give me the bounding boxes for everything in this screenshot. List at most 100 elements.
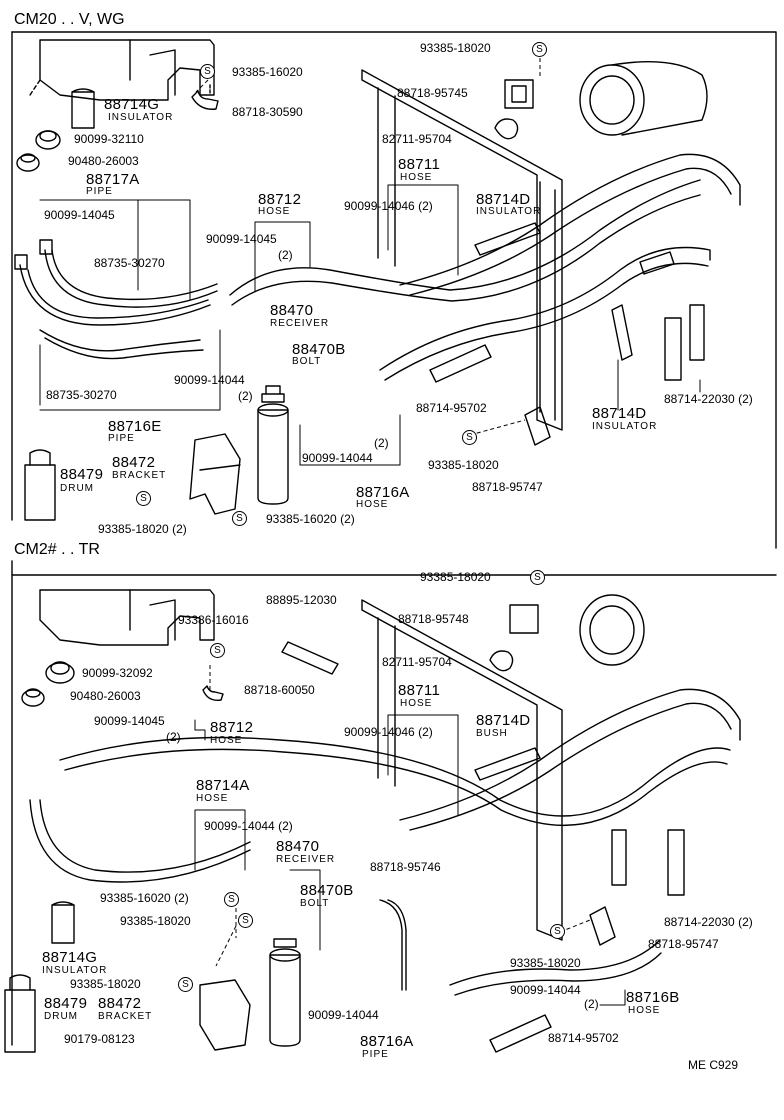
label-88718-60050: 88718-60050 xyxy=(244,683,315,697)
label-insulator: INSULATOR xyxy=(592,421,658,432)
label-90480-26003: 90480-26003 xyxy=(70,689,141,703)
label-88718-30590: 88718-30590 xyxy=(232,105,303,119)
clamp-88718-95748 xyxy=(509,604,539,634)
label-93385-18020: 93385-18020 xyxy=(420,41,491,55)
s-symbol: S xyxy=(550,924,565,939)
insulator-88714g-shape xyxy=(71,88,95,129)
label-pipe: PIPE xyxy=(362,1049,389,1060)
label-88711: 88711 xyxy=(398,156,441,173)
label-bush: BUSH xyxy=(476,728,508,739)
label-receiver: RECEIVER xyxy=(276,854,336,865)
s-symbol: S xyxy=(178,977,193,992)
label-88714-95702: 88714-95702 xyxy=(416,401,487,415)
grommet-90480-26003-b xyxy=(21,689,45,707)
s-symbol: S xyxy=(532,42,547,57)
label-93385-16020: 93385-16020 xyxy=(232,65,303,79)
label-93385-18020: 93385-18020 (2) xyxy=(98,522,187,536)
label-hose: HOSE xyxy=(196,793,229,804)
condenser-bottom xyxy=(361,599,563,941)
label-88472: 88472 xyxy=(98,995,142,1012)
figure-code: ME C929 xyxy=(688,1058,739,1072)
insulator-88714-22030-a xyxy=(664,317,682,381)
hose-88712-top xyxy=(229,179,701,306)
label-hose: HOSE xyxy=(210,735,243,746)
s-symbol: S xyxy=(210,643,225,658)
label-90099-14044: 90099-14044 xyxy=(174,373,245,387)
label-88714-22030: 88714-22030 (2) xyxy=(664,915,753,929)
s-symbol: S xyxy=(200,64,215,79)
clamp-88718-30590 xyxy=(191,90,219,110)
receiver-88470-bottom xyxy=(269,938,301,1047)
grommet-90099-32110 xyxy=(35,130,61,150)
label-88470b: 88470B xyxy=(292,341,346,358)
clamp-88718-95747-top xyxy=(524,406,551,446)
grommet-90099-32092 xyxy=(45,662,75,684)
label-qty-2: (2) xyxy=(238,389,253,403)
label-88716a: 88716A xyxy=(360,1033,414,1050)
section-title-top: CM20 . . V, WG xyxy=(14,11,125,28)
bracket-88472-top xyxy=(189,433,241,515)
label-90099-32110: 90099-32110 xyxy=(74,132,144,146)
insulator-88714-22030-b xyxy=(689,304,705,361)
s-symbol: S xyxy=(238,913,253,928)
label-88711: 88711 xyxy=(398,682,441,699)
label-hose: HOSE xyxy=(628,1005,661,1016)
label-qty-2: (2) xyxy=(166,730,181,744)
label-receiver: RECEIVER xyxy=(270,318,330,329)
label-88714a: 88714A xyxy=(196,777,250,794)
pipe-assembly-top xyxy=(14,239,218,360)
insulator-88714-22030-d xyxy=(611,829,627,886)
label-88470: 88470 xyxy=(270,302,314,319)
receiver-88470-top xyxy=(257,385,289,505)
drum-88479-bottom xyxy=(4,974,36,1053)
label-88472: 88472 xyxy=(112,454,156,471)
label-88479: 88479 xyxy=(60,466,104,483)
hose-88711-bottom xyxy=(399,688,741,831)
evaporator-case-bottom xyxy=(39,589,215,646)
bracket-88472-bottom xyxy=(199,979,251,1051)
label-drum: DRUM xyxy=(44,1011,78,1022)
compressor-top xyxy=(579,61,708,136)
label-88717a: 88717A xyxy=(86,171,140,188)
label-88714d: 88714D xyxy=(476,712,531,729)
label-90099-14045: 90099-14045 xyxy=(44,208,115,222)
label-90179-08123: 90179-08123 xyxy=(64,1032,135,1046)
label-pipe: PIPE xyxy=(86,186,113,197)
evaporator-case-top xyxy=(29,39,215,101)
label-bolt: BOLT xyxy=(292,356,322,367)
label-88718-95747: 88718-95747 xyxy=(472,480,543,494)
label-qty-2: (2) xyxy=(584,997,599,1011)
label-hose: HOSE xyxy=(400,698,433,709)
label-88470: 88470 xyxy=(276,838,320,855)
label-90099-32092: 90099-32092 xyxy=(82,666,153,680)
pipe-88716a-bottom xyxy=(379,899,407,991)
label-88895-12030: 88895-12030 xyxy=(266,593,337,607)
bush-88714d xyxy=(474,747,541,781)
label-90099-14045: 90099-14045 xyxy=(94,714,165,728)
label-88716b: 88716B xyxy=(626,989,680,1006)
label-bracket: BRACKET xyxy=(112,470,167,481)
compressor-bottom xyxy=(579,594,645,666)
hose-88712-bottom xyxy=(59,736,731,827)
label-88718-95748: 88718-95748 xyxy=(398,612,469,626)
label-82711-95704: 82711-95704 xyxy=(382,655,452,669)
label-hose: HOSE xyxy=(400,172,433,183)
label-93386-16016: 93386-16016 xyxy=(178,613,249,627)
label-90099-14044: 90099-14044 xyxy=(308,1008,379,1022)
section-title-bottom: CM2# . . TR xyxy=(14,541,100,558)
hose-88714a xyxy=(29,799,251,883)
section-frame-top xyxy=(11,31,777,549)
clamp-82711-95704-top xyxy=(494,118,519,140)
label-88718-95747: 88718-95747 xyxy=(648,937,719,951)
label-88712: 88712 xyxy=(210,719,254,736)
label-93385-18020: 93385-18020 xyxy=(70,977,141,991)
label-93385-18020: 93385-18020 xyxy=(420,570,491,584)
label-pipe: PIPE xyxy=(108,433,135,444)
label-90099-14046: 90099-14046 (2) xyxy=(344,725,433,739)
label-88735-30270: 88735-30270 xyxy=(94,256,165,270)
label-90099-14044: 90099-14044 xyxy=(302,451,373,465)
label-93385-16020: 93385-16020 (2) xyxy=(266,512,355,526)
s-symbol: S xyxy=(232,511,247,526)
label-88716a: 88716A xyxy=(356,484,410,501)
